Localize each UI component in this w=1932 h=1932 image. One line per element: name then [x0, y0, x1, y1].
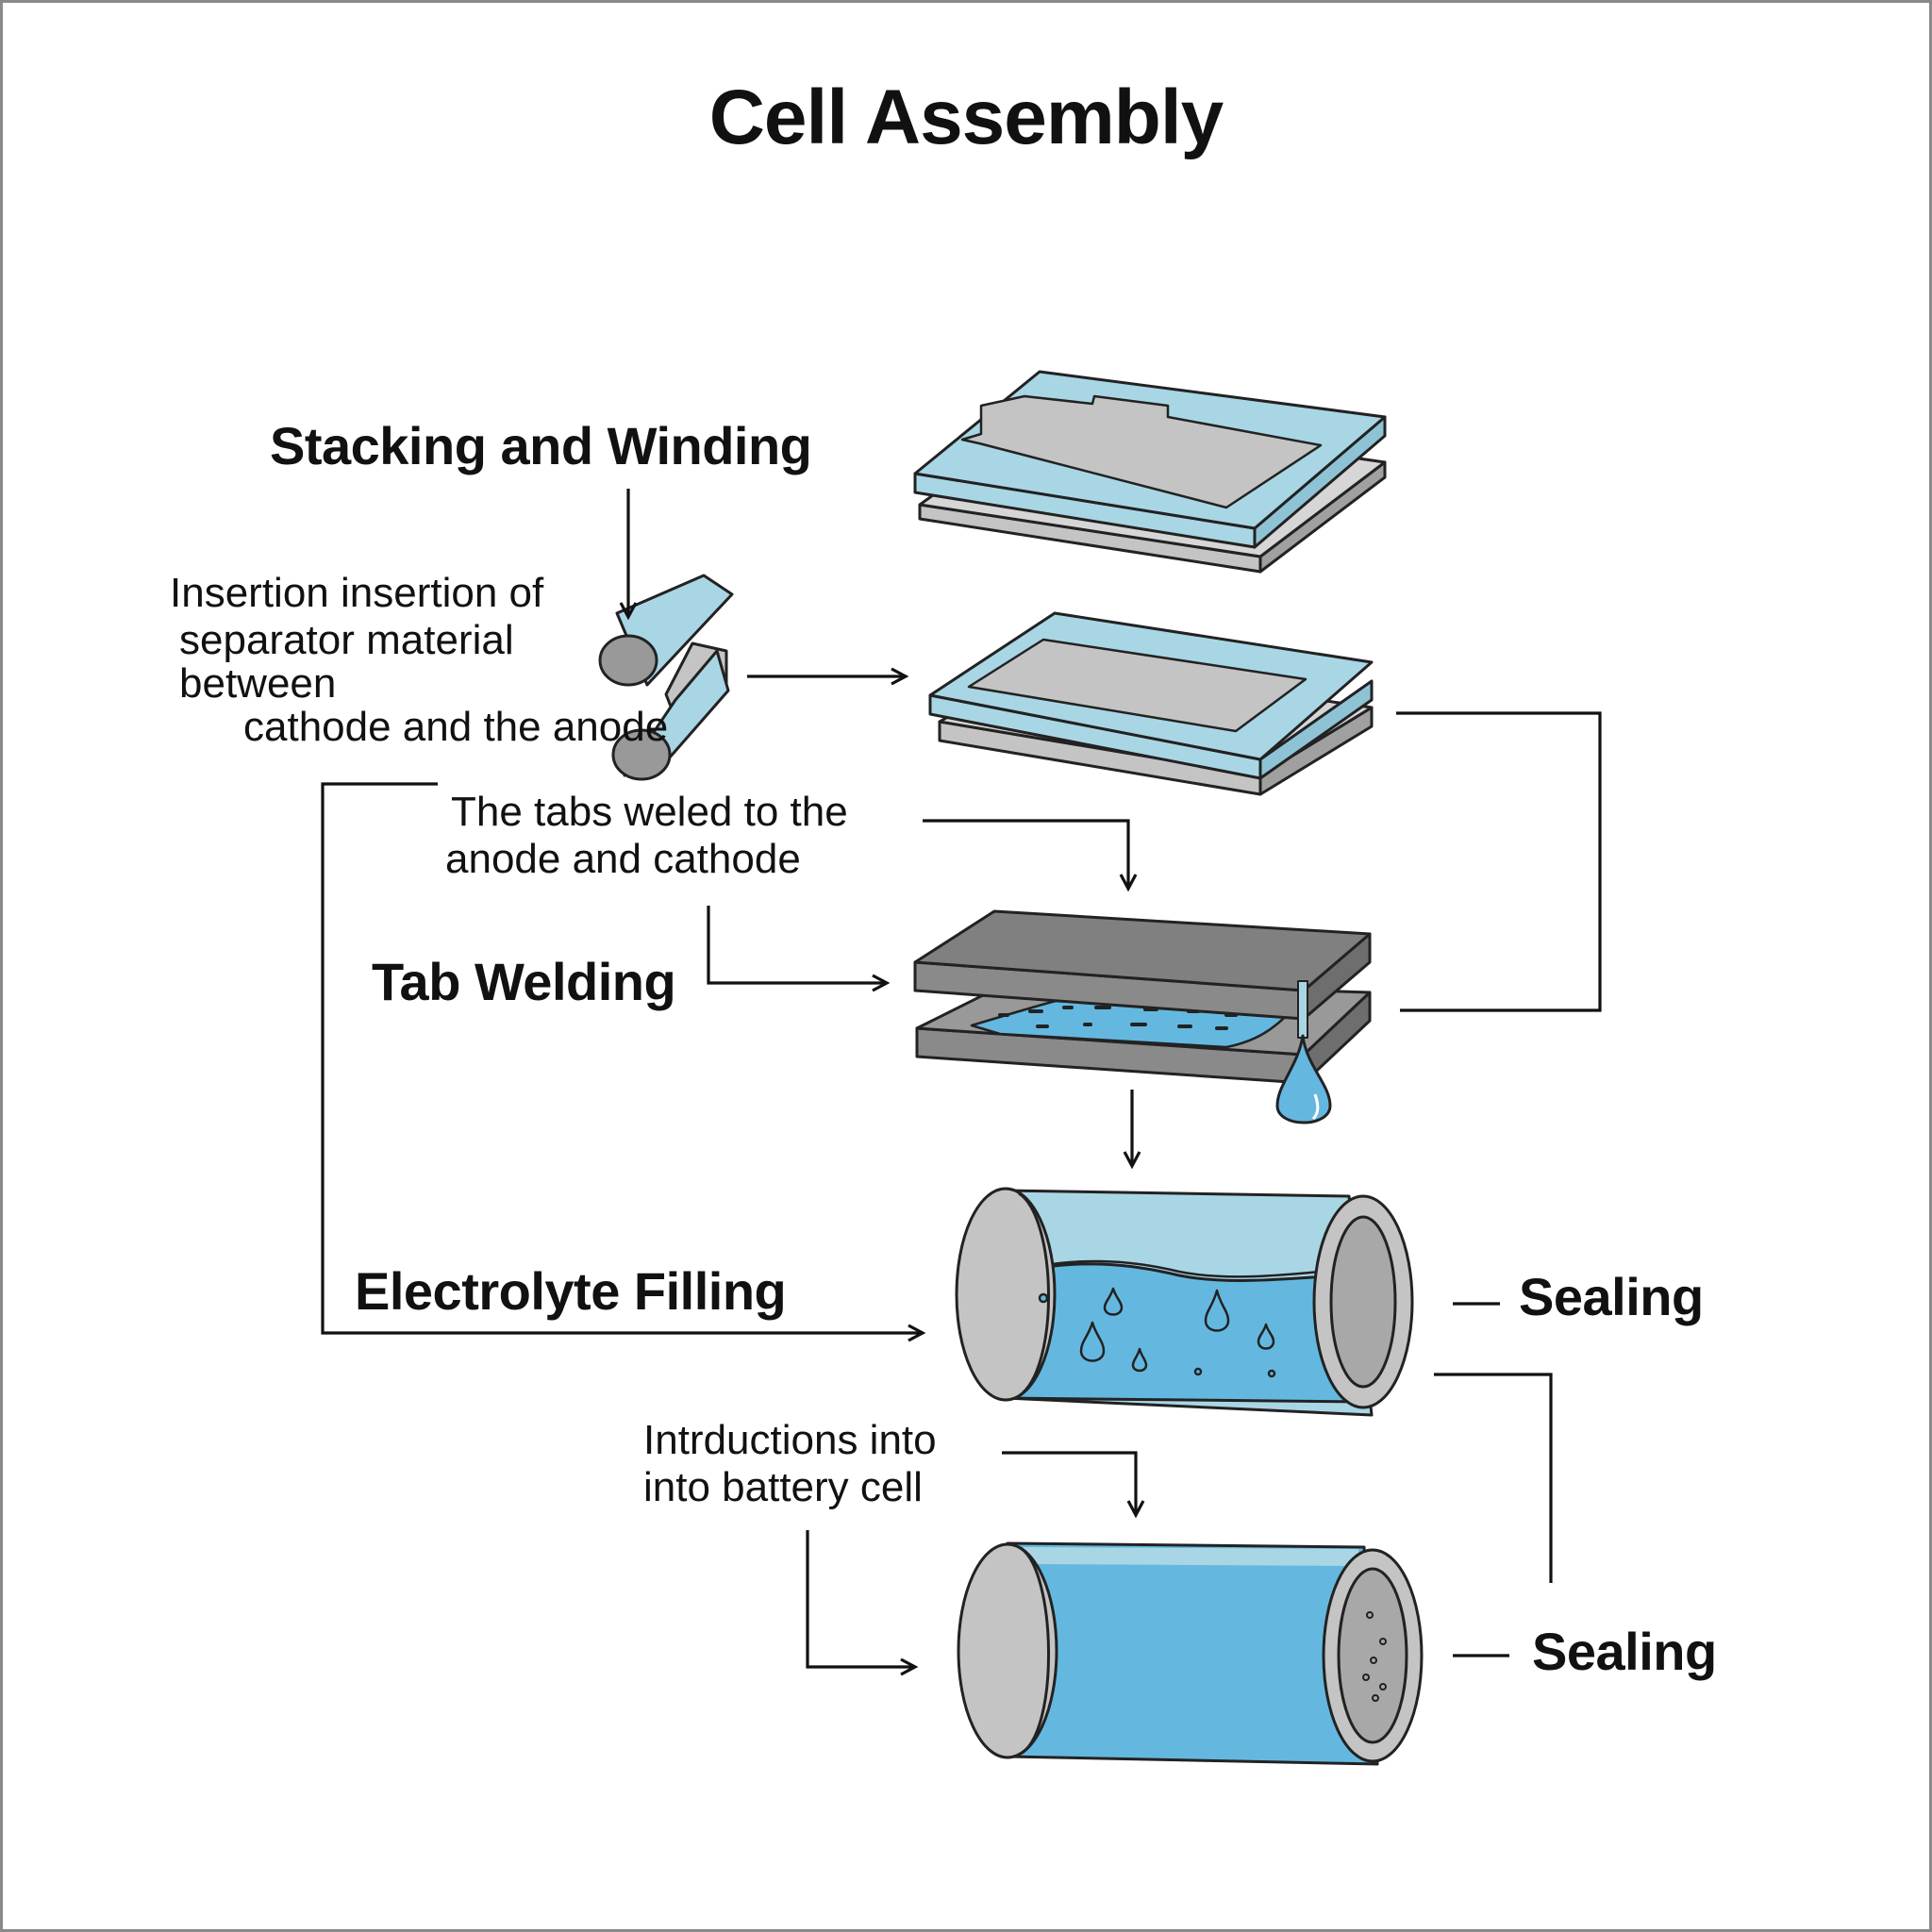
- note-introduction-line-2: into battery cell: [643, 1464, 923, 1510]
- note-tabs-line-1: The tabs weled to the: [451, 789, 848, 835]
- step-label-electrolyte-filling: Electrolyte Filling: [355, 1261, 787, 1321]
- diagram-title: Cell Assembly: [708, 75, 1224, 160]
- note-separator-line-3: between: [179, 660, 337, 707]
- note-separator-line-4: cathode and the anode: [243, 704, 669, 750]
- note-tabs-line-2: anode and cathode: [445, 836, 801, 882]
- arrow-loop-to-filling: [321, 782, 923, 1333]
- connector-plates-bracket: [1396, 711, 1602, 1012]
- separator-roll: [598, 574, 734, 781]
- step-label-sealing-bottom: Sealing: [1532, 1622, 1717, 1681]
- note-introduction: Intrductions into into battery cell: [643, 1417, 937, 1511]
- tab-welding-plates: [913, 909, 1372, 1124]
- electrolyte-cylinder: [955, 1187, 1414, 1417]
- stacked-electrodes-top: [913, 370, 1387, 574]
- flow-connectors: [321, 489, 1602, 1667]
- stacked-electrodes-middle: [928, 611, 1374, 796]
- connector-seal-bracket: [1434, 1373, 1553, 1583]
- sealed-battery-cell: [957, 1541, 1424, 1766]
- arrow-intro-to-cell: [1002, 1451, 1136, 1515]
- note-tabs-welded: The tabs weled to the anode and cathode: [445, 789, 848, 883]
- step-label-tab-welding: Tab Welding: [372, 952, 676, 1011]
- note-introduction-line-1: Intrductions into: [643, 1417, 937, 1463]
- arrow-intro-label-to-cell: [806, 1530, 915, 1667]
- step-label-stacking-winding: Stacking and Winding: [270, 416, 812, 475]
- note-separator-insertion: Insertion insertion of separator materia…: [170, 570, 668, 751]
- note-separator-line-1: Insertion insertion of: [170, 570, 544, 616]
- arrow-tabs-to-welding: [923, 819, 1128, 889]
- step-label-sealing-top: Sealing: [1519, 1267, 1704, 1326]
- arrow-welding-label-to-plates: [707, 906, 887, 983]
- note-separator-line-2: separator material: [179, 617, 514, 663]
